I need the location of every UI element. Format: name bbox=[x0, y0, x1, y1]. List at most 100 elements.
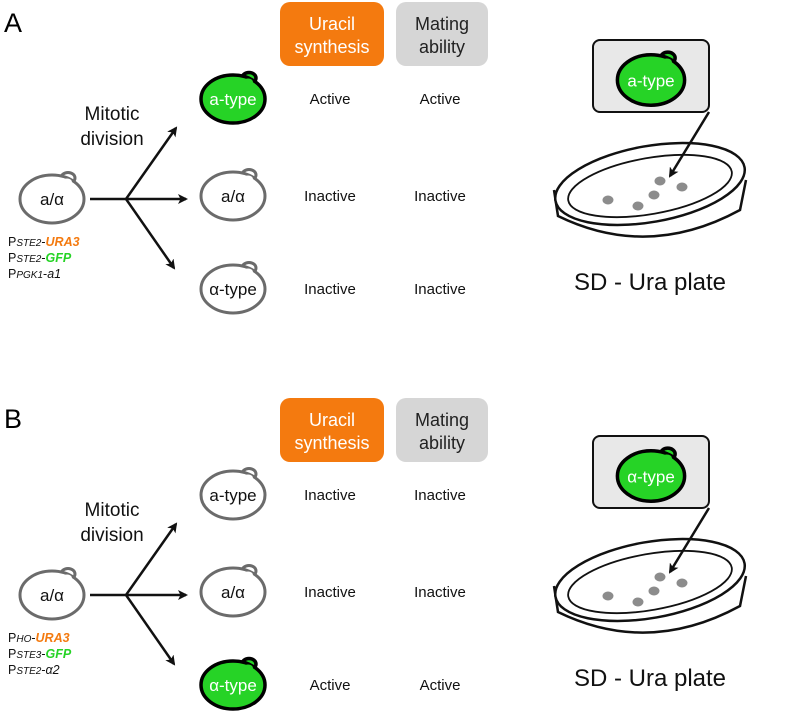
genotype-line: PSTE2-α2 bbox=[8, 663, 60, 677]
genotype-part: P bbox=[8, 647, 16, 661]
cell-bud-join bbox=[243, 664, 253, 672]
colony-dot bbox=[632, 201, 644, 211]
daughter-cell: α-type bbox=[199, 261, 267, 315]
daughter-cell: α-type bbox=[199, 656, 267, 711]
mating-header-line1: Mating bbox=[415, 14, 469, 34]
cell-bud-join bbox=[661, 454, 672, 462]
genotype-part: URA3 bbox=[46, 235, 80, 249]
agar-plate bbox=[552, 141, 748, 238]
genotype-part: PGK1 bbox=[16, 270, 43, 281]
plate-rim bbox=[553, 537, 747, 623]
mitotic-label-line2: division bbox=[80, 129, 143, 150]
genotype-part: P bbox=[8, 267, 16, 281]
cell-bud-join bbox=[243, 175, 253, 183]
plate-inner bbox=[567, 549, 733, 615]
parent-cell: a/α bbox=[18, 567, 86, 621]
cell-label: α-type bbox=[627, 467, 675, 486]
daughter-cell: a/α bbox=[199, 564, 267, 618]
genotype-part: a1 bbox=[47, 267, 61, 281]
genotype-part: - bbox=[41, 251, 45, 265]
genotype-part: - bbox=[41, 663, 45, 677]
panel-letter: A bbox=[4, 8, 22, 38]
cell-bud-join bbox=[243, 78, 253, 86]
cell-bud-join bbox=[62, 574, 72, 582]
genotype-part: URA3 bbox=[36, 631, 70, 645]
mating-header-box bbox=[396, 398, 488, 462]
uracil-state: Inactive bbox=[304, 281, 356, 298]
genotype-part: - bbox=[41, 647, 45, 661]
daughter-cell: a/α bbox=[199, 168, 267, 222]
uracil-header-line1: Uracil bbox=[309, 14, 355, 34]
cell-label: a/α bbox=[221, 187, 245, 206]
genotype-part: GFP bbox=[46, 251, 72, 265]
mating-state: Inactive bbox=[414, 584, 466, 601]
uracil-header-line2: synthesis bbox=[294, 37, 369, 57]
colony-dot bbox=[648, 190, 660, 200]
cell-bud-join bbox=[661, 58, 672, 66]
cell-label: a/α bbox=[221, 583, 245, 602]
cell-body bbox=[199, 659, 267, 711]
cell-body bbox=[199, 566, 267, 618]
mating-header-line2: ability bbox=[419, 37, 465, 57]
genotype-part: α2 bbox=[46, 663, 60, 677]
mating-state: Active bbox=[420, 91, 461, 108]
colony-dot bbox=[654, 176, 666, 186]
cell-body bbox=[18, 173, 86, 225]
genotype-part: - bbox=[41, 235, 45, 249]
cell-label: a/α bbox=[40, 190, 64, 209]
colony-dot bbox=[602, 591, 614, 601]
daughter-cell: a-type bbox=[199, 467, 267, 521]
genotype-line: PHO-URA3 bbox=[8, 631, 70, 645]
genotype-part: P bbox=[8, 251, 16, 265]
uracil-state: Inactive bbox=[304, 487, 356, 504]
genotype-line: PSTE2-URA3 bbox=[8, 235, 80, 249]
arrow-down bbox=[124, 198, 176, 270]
genotype-part: STE2 bbox=[16, 254, 41, 265]
arrow-up bbox=[124, 126, 178, 200]
plate-label: SD - Ura plate bbox=[574, 269, 726, 296]
cell-body bbox=[199, 170, 267, 222]
uracil-state: Active bbox=[310, 91, 351, 108]
arrow-down bbox=[124, 594, 176, 666]
cell-label: a-type bbox=[627, 71, 674, 90]
mitotic-label-line2: division bbox=[80, 525, 143, 546]
arrow-up bbox=[124, 522, 178, 596]
cell-label: a/α bbox=[40, 586, 64, 605]
cell-bud-join bbox=[243, 571, 253, 579]
cell-label: α-type bbox=[209, 280, 257, 299]
inset-arrow bbox=[668, 507, 711, 574]
cell-body bbox=[199, 263, 267, 315]
genotype-part: - bbox=[43, 267, 47, 281]
genotype-part: STE3 bbox=[16, 650, 41, 661]
genotype-part: P bbox=[8, 631, 16, 645]
genotype-part: GFP bbox=[46, 647, 72, 661]
uracil-header-box bbox=[280, 398, 384, 462]
plate-inner bbox=[567, 153, 733, 219]
daughter-cell: a-type bbox=[199, 70, 267, 125]
cell-body bbox=[199, 73, 267, 125]
cell-label: a-type bbox=[209, 90, 256, 109]
mating-state: Inactive bbox=[414, 281, 466, 298]
uracil-state: Inactive bbox=[304, 584, 356, 601]
cell-body bbox=[199, 469, 267, 521]
mitotic-label-line1: Mitotic bbox=[85, 500, 140, 521]
genotype-part: STE2 bbox=[16, 666, 41, 677]
mating-state: Active bbox=[420, 677, 461, 694]
genotype-part: P bbox=[8, 235, 16, 249]
panel-letter: B bbox=[4, 404, 22, 434]
cell-label: a-type bbox=[209, 486, 256, 505]
inset-arrow bbox=[668, 111, 711, 178]
plate-label: SD - Ura plate bbox=[574, 665, 726, 692]
inset-cell: a-type bbox=[615, 50, 687, 107]
cell-bud-join bbox=[243, 474, 253, 482]
mating-state: Inactive bbox=[414, 487, 466, 504]
colony-dot bbox=[632, 597, 644, 607]
cell-label: α-type bbox=[209, 676, 257, 695]
parent-cell: a/α bbox=[18, 171, 86, 225]
genotype-part: P bbox=[8, 663, 16, 677]
inset-cell: α-type bbox=[615, 446, 687, 503]
uracil-header-line2: synthesis bbox=[294, 433, 369, 453]
colony-dot bbox=[676, 578, 688, 588]
